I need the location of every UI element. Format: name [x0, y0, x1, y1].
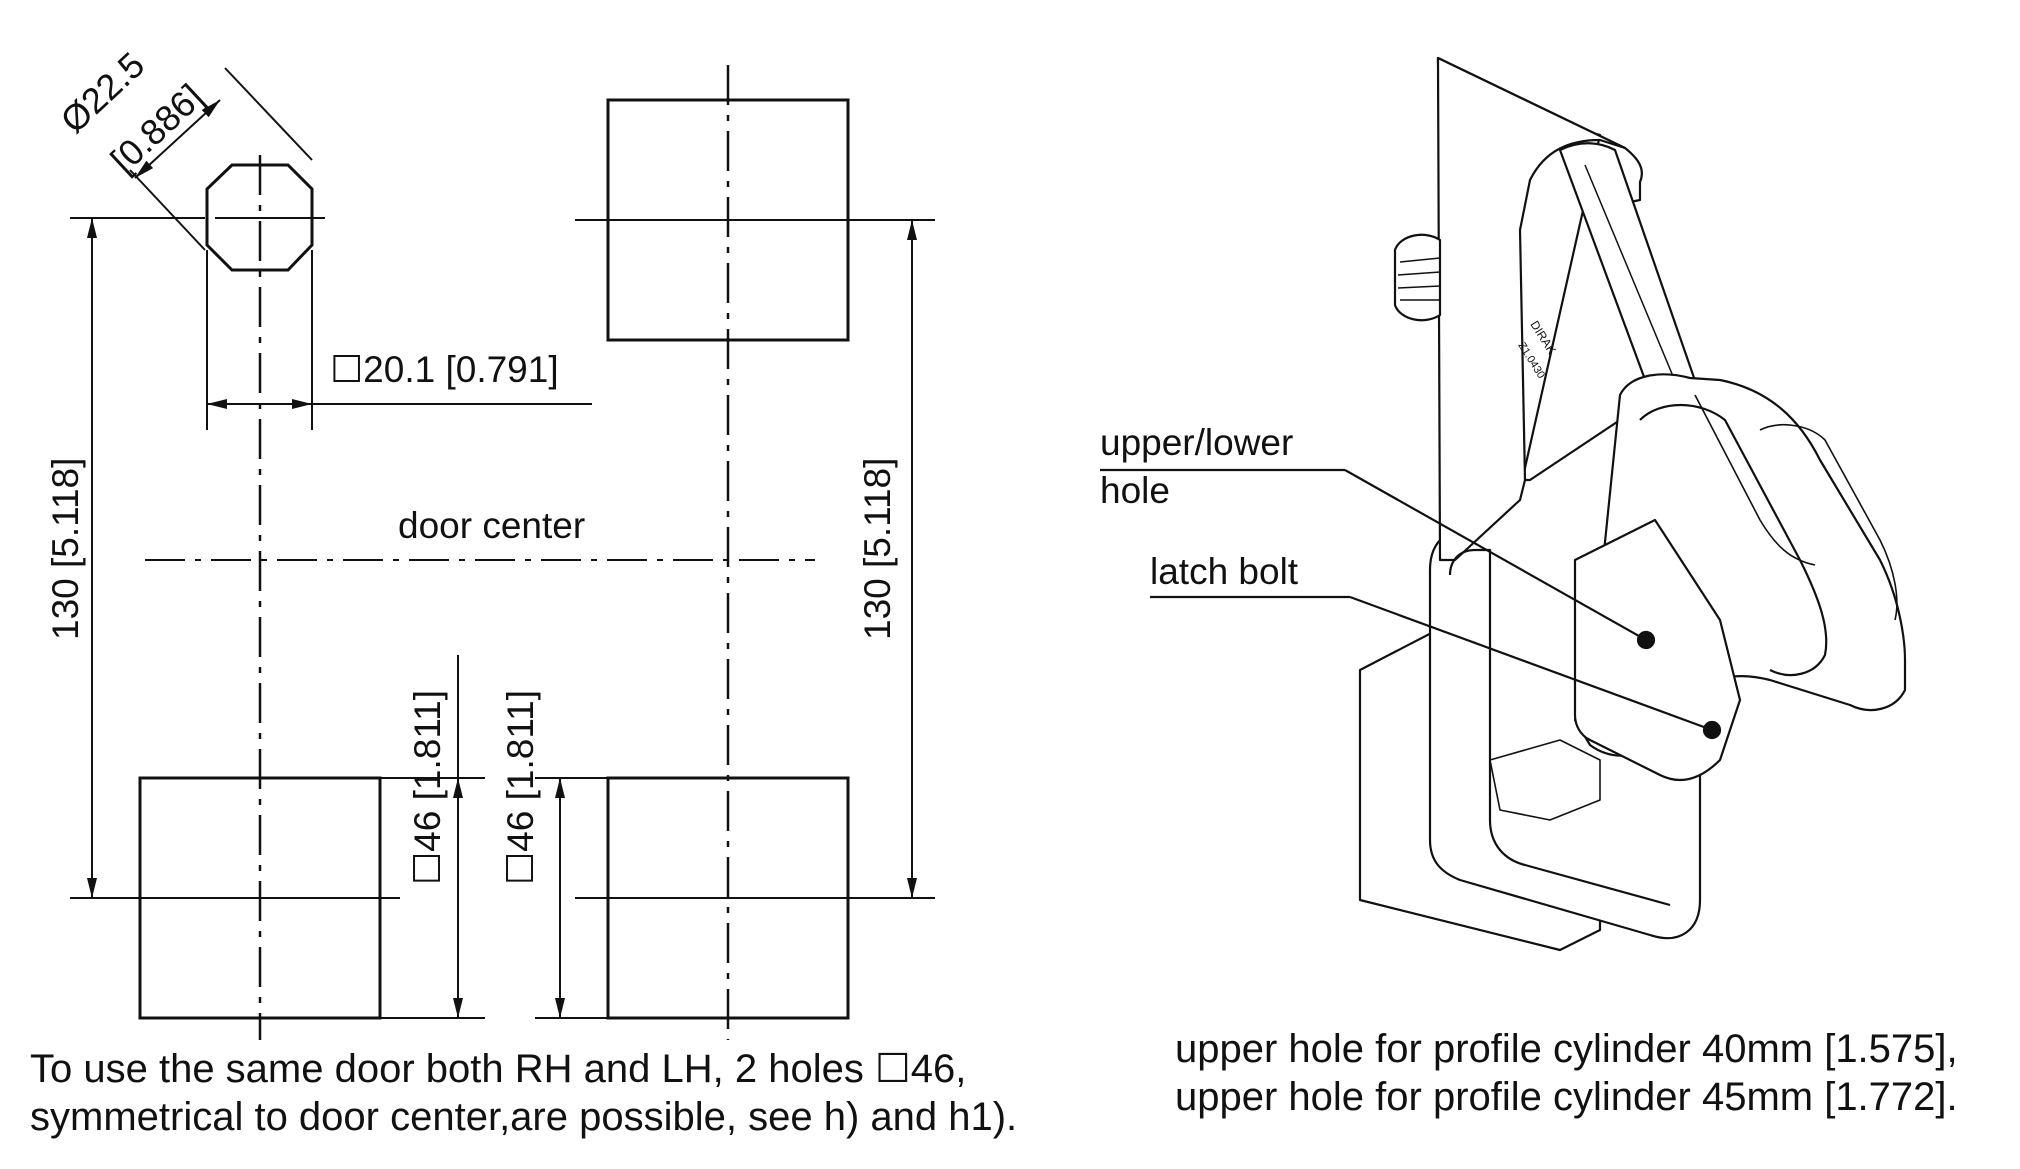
cylinder-knob [1393, 233, 1442, 322]
octagon-hole [205, 163, 314, 272]
diameter-ext-2 [224, 67, 313, 161]
callout-latch-bolt-leader [1349, 595, 1713, 732]
callout-upper-lower-dot [1636, 630, 1656, 650]
right-caption-line-1: upper hole for profile cylinder 40mm [1.… [1175, 1027, 1958, 1071]
left-caption-line-1: To use the same door both RH and LH, 2 h… [30, 1047, 967, 1091]
left-caption: To use the same door both RH and LH, 2 h… [30, 1045, 1017, 1141]
diameter-dim-line [134, 99, 221, 179]
lock-body [1573, 518, 1742, 782]
square-46-right-label: ☐46 [1.811] [500, 690, 541, 885]
callout-upper-lower-line1: upper/lower [1100, 422, 1293, 463]
square-20-label: ☐20.1 [0.791] [330, 349, 559, 390]
callout-latch-bolt-label: latch bolt [1150, 551, 1299, 592]
left-caption-line-2: symmetrical to door center,are possible,… [30, 1095, 1018, 1139]
callout-upper-lower-line2: hole [1100, 470, 1170, 511]
height-left-label: 130 [5.118] [45, 458, 86, 640]
latch-illustration: DIRAK Z1.0430 [1358, 56, 1907, 952]
callout-latch-bolt-dot [1702, 720, 1722, 740]
callout-upper-lower-leader [1344, 469, 1647, 641]
height-right-label: 130 [5.118] [857, 458, 898, 640]
callouts [1100, 468, 1722, 740]
door-center-label: door center [398, 505, 585, 546]
lever-arm [1558, 142, 1702, 422]
square-46-left-label: ☐46 [1.811] [407, 690, 448, 885]
right-caption: upper hole for profile cylinder 40mm [1.… [1175, 1025, 1958, 1121]
center-marks [250, 217, 738, 899]
diameter-ext-1 [129, 169, 206, 251]
tall-plate [1436, 56, 1627, 562]
right-caption-line-2: upper hole for profile cylinder 45mm [1.… [1175, 1075, 1958, 1119]
